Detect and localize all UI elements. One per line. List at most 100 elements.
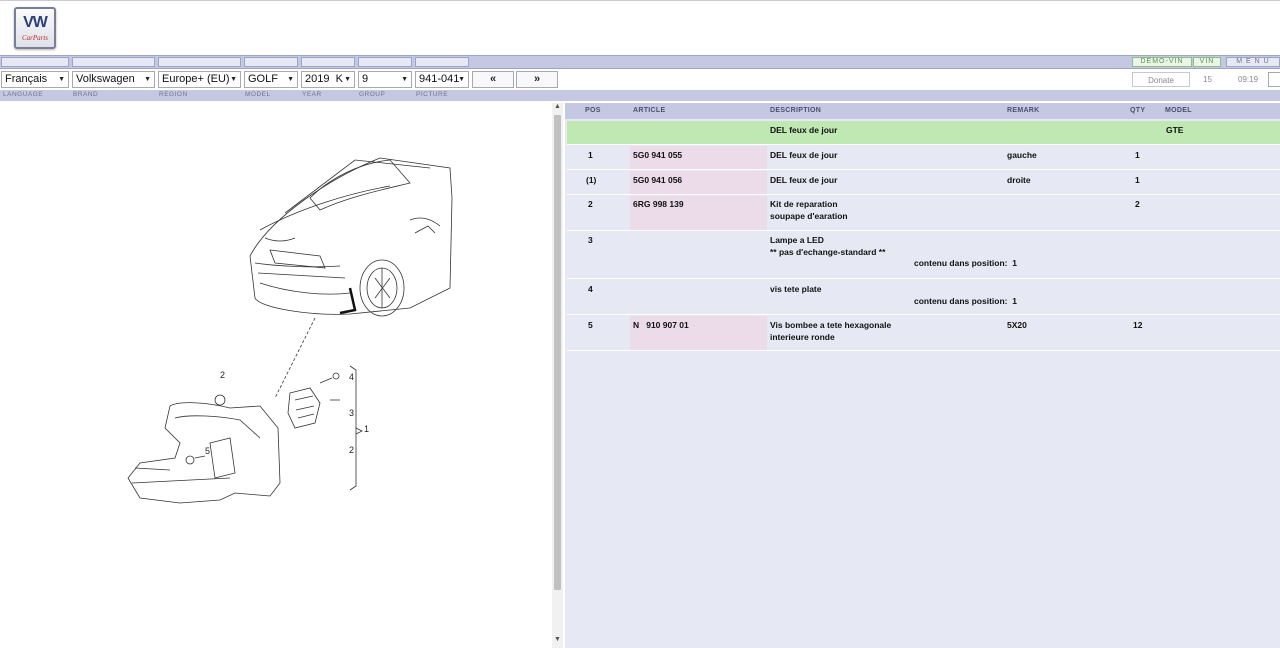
article-number[interactable]: 5G0 941 055 — [633, 150, 683, 160]
brand-select[interactable]: Volkswagen ▼ — [72, 71, 155, 88]
article-cell[interactable] — [630, 316, 767, 350]
vw-logo[interactable]: VW CarParts — [14, 7, 56, 49]
callout-3[interactable]: 3 — [349, 408, 354, 418]
article-cell[interactable] — [630, 146, 767, 169]
region-select[interactable]: Europe+ (EU) ▼ — [158, 71, 241, 88]
group-value: 9 — [362, 73, 369, 85]
language-select[interactable]: Français ▼ — [1, 71, 69, 88]
article-number[interactable]: N 910 907 01 — [633, 320, 689, 330]
article-cell[interactable] — [630, 171, 767, 194]
callout-5[interactable]: 5 — [205, 446, 210, 456]
pos-cell: (1) — [586, 175, 597, 185]
picture-select[interactable]: 941-041 ▼ — [415, 71, 469, 88]
next-picture-button[interactable]: » — [516, 71, 558, 88]
pos-cell: 4 — [588, 284, 593, 294]
model-value: GOLF — [248, 73, 278, 85]
label-picture: PICTURE — [416, 91, 449, 98]
callout-4[interactable]: 4 — [349, 372, 354, 382]
dropdown-arrow-icon: ▼ — [287, 76, 294, 83]
article-number[interactable]: 5G0 941 056 — [633, 175, 683, 185]
dropdown-arrow-icon: ▼ — [401, 76, 408, 83]
remark-cell: droite — [1007, 175, 1031, 185]
menu-button[interactable]: M E N U — [1226, 57, 1280, 67]
scroll-down-icon[interactable]: ▼ — [554, 636, 561, 643]
picture-tab-button[interactable] — [415, 57, 469, 67]
extra-input[interactable] — [1268, 72, 1280, 87]
qty-cell: 1 — [1135, 175, 1140, 185]
description-line2: soupape d'earation — [770, 211, 848, 221]
group-tab-button[interactable] — [358, 57, 412, 67]
counter-text: 15 — [1203, 75, 1212, 84]
region-value: Europe+ (EU) — [162, 73, 230, 85]
table-row[interactable]: 3 Lampe a LED ** pas d'echange-standard … — [567, 232, 1280, 279]
dropdown-arrow-icon: ▼ — [230, 76, 237, 83]
header-article: ARTICLE — [633, 107, 666, 114]
callout-1[interactable]: 1 — [364, 424, 369, 434]
table-row[interactable]: 4 vis tete plate contenu dans position: … — [567, 280, 1280, 315]
previous-picture-button[interactable]: « — [472, 71, 514, 88]
callout-2-top[interactable]: 2 — [220, 370, 225, 380]
label-year: YEAR — [302, 91, 322, 98]
diagram-pane: 2 4 3 1 2 5 — [0, 103, 563, 648]
table-row[interactable]: 1 5G0 941 055 DEL feux de jour gauche 1 — [567, 146, 1280, 170]
donate-button[interactable]: Donate — [1132, 72, 1190, 87]
pos-cell: 5 — [588, 320, 593, 330]
group-model: GTE — [1166, 125, 1184, 135]
header: VW CarParts — [0, 0, 1280, 55]
header-remark: REMARK — [1007, 107, 1040, 114]
vin-button[interactable]: VIN — [1193, 57, 1221, 67]
logo-subtext: CarParts — [21, 34, 49, 42]
year-tab-button[interactable] — [301, 57, 355, 67]
remark-cell: 5X20 — [1007, 320, 1027, 330]
label-language: LANGUAGE — [3, 91, 44, 98]
model-select[interactable]: GOLF ▼ — [244, 71, 298, 88]
table-row[interactable]: 5 N 910 907 01 Vis bombee a tete hexagon… — [567, 316, 1280, 351]
label-region: REGION — [159, 91, 188, 98]
header-pos: POS — [585, 107, 601, 114]
group-description: DEL feux de jour — [770, 125, 838, 135]
description-cell: Lampe a LED — [770, 235, 824, 245]
table-row-group[interactable]: DEL feux de jour GTE — [567, 121, 1280, 145]
picture-value: 941-041 — [419, 73, 460, 85]
diagram-scrollbar[interactable]: ▲ ▼ — [552, 103, 563, 648]
table-header: POS ARTICLE DESCRIPTION REMARK QTY MODEL — [565, 103, 1280, 119]
selector-labels: LANGUAGE BRAND REGION MODEL YEAR GROUP P… — [0, 90, 1280, 101]
group-select[interactable]: 9 ▼ — [358, 71, 412, 88]
contained-in-position: contenu dans position: 1 — [914, 296, 1017, 306]
dropdown-arrow-icon: ▼ — [58, 76, 65, 83]
year-value: 2019 K — [305, 73, 343, 85]
dropdown-arrow-icon: ▼ — [144, 76, 151, 83]
article-number[interactable]: 6RG 998 139 — [633, 199, 684, 209]
description-cell: vis tete plate — [770, 284, 822, 294]
remark-cell: gauche — [1007, 150, 1037, 160]
region-tab-button[interactable] — [158, 57, 241, 67]
brand-tab-button[interactable] — [72, 57, 155, 67]
label-group: GROUP — [359, 91, 386, 98]
description-line2: ** pas d'echange-standard ** — [770, 247, 886, 257]
demo-vin-button[interactable]: DEMO-VIN — [1132, 57, 1192, 67]
scroll-up-icon[interactable]: ▲ — [554, 103, 561, 110]
qty-cell: 1 — [1135, 150, 1140, 160]
dropdown-arrow-icon: ▼ — [458, 76, 465, 83]
brand-value: Volkswagen — [76, 73, 135, 85]
diagram-callouts: 2 4 3 1 2 5 — [205, 370, 369, 456]
article-cell[interactable] — [630, 196, 767, 230]
language-value: Français — [5, 73, 48, 85]
parts-table: POS ARTICLE DESCRIPTION REMARK QTY MODEL… — [565, 103, 1280, 648]
description-cell: Vis bombee a tete hexagonale — [770, 320, 892, 330]
model-tab-button[interactable] — [244, 57, 298, 67]
contained-in-position: contenu dans position: 1 — [914, 258, 1017, 268]
label-model: MODEL — [245, 91, 271, 98]
car-illustration — [127, 157, 453, 504]
scroll-thumb[interactable] — [554, 115, 561, 590]
year-select[interactable]: 2019 K ▼ — [301, 71, 355, 88]
callout-2-bottom[interactable]: 2 — [349, 445, 354, 455]
description-cell: DEL feux de jour — [770, 175, 838, 185]
label-brand: BRAND — [73, 91, 99, 98]
table-row[interactable]: 2 6RG 998 139 Kit de reparation soupape … — [567, 196, 1280, 231]
language-tab-button[interactable] — [1, 57, 69, 67]
table-row[interactable]: (1) 5G0 941 056 DEL feux de jour droite … — [567, 171, 1280, 195]
parts-diagram[interactable]: 2 4 3 1 2 5 — [110, 138, 470, 518]
description-cell: DEL feux de jour — [770, 150, 838, 160]
